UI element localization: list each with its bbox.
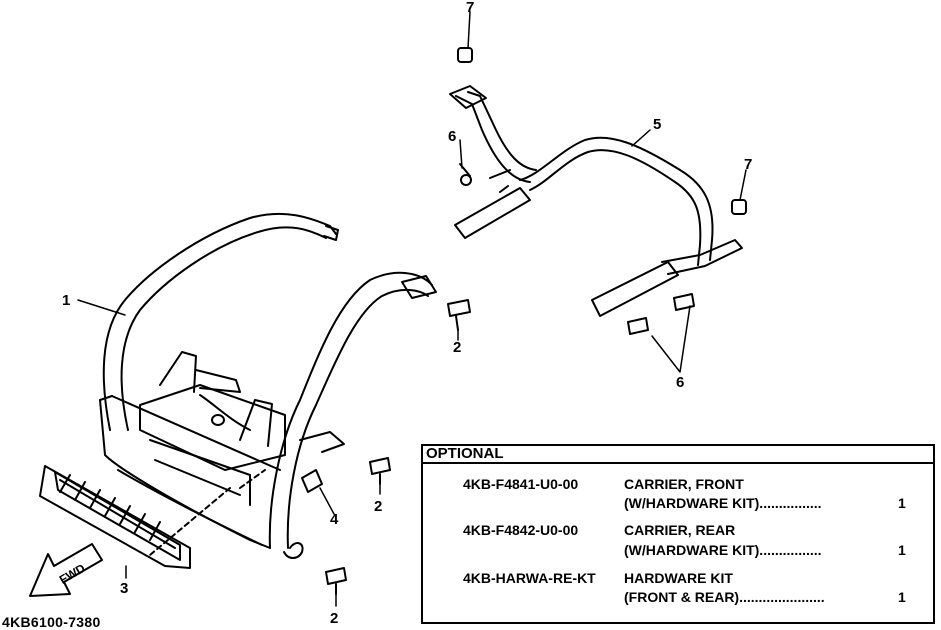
optional-heading: OPTIONAL [423,446,933,464]
rear-carrier [449,85,743,317]
part-number: 4KB-F4842-U0-00 [463,522,579,538]
callout-6a: 6 [448,128,457,145]
bolt-2a [447,299,471,331]
part-quantity: 1 [898,542,906,558]
bolt-2c [325,567,347,595]
front-grille [39,465,191,569]
drawing-code: 4KB6100-7380 [2,614,101,630]
part-description-cont: (W/HARDWARE KIT)................ [624,542,822,558]
leader-lines [77,11,747,607]
part-description: CARRIER, REAR [624,522,736,538]
bolt-2b [369,457,391,485]
part-description-cont: (FRONT & REAR)...................... [624,589,825,605]
bolt-6b [673,293,695,311]
callout-4: 4 [330,511,339,528]
part-quantity: 1 [898,589,906,605]
part-description: HARDWARE KIT [624,570,733,586]
front-carrier [99,212,437,559]
bolt-6c [627,317,649,335]
clip-4 [301,469,323,493]
optional-parts-box: OPTIONAL 4KB-F4841-U0-00 CARRIER, FRONT … [421,444,935,624]
part-description-cont: (W/HARDWARE KIT)................ [624,495,822,511]
callout-6b: 6 [676,374,685,391]
callout-7a: 7 [466,0,475,16]
bushing-7a [457,47,473,63]
callout-2b: 2 [374,498,383,515]
callout-5: 5 [653,116,662,133]
part-number: 4KB-HARWA-RE-KT [463,570,596,586]
part-description: CARRIER, FRONT [624,476,744,492]
callout-2c: 2 [330,610,339,627]
part-number: 4KB-F4841-U0-00 [463,476,579,492]
fwd-arrow-icon [29,543,103,597]
callout-1: 1 [62,292,71,309]
callout-3: 3 [120,580,129,597]
fwd-label: FWD [57,561,88,587]
bushing-7b [731,199,747,215]
callout-7b: 7 [744,156,753,173]
part-quantity: 1 [898,495,906,511]
callout-2a: 2 [453,339,462,356]
